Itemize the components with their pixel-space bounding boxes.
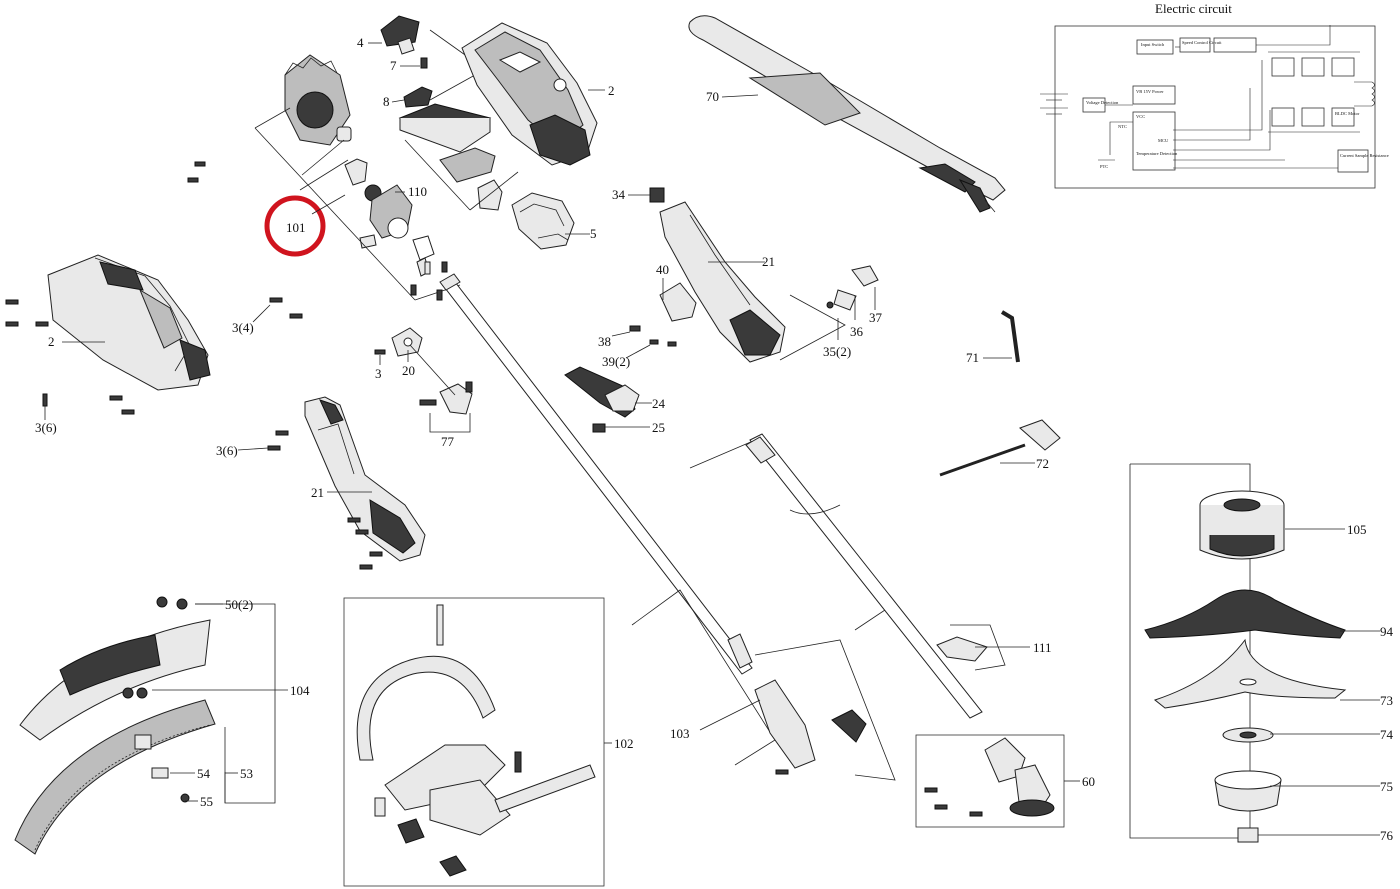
highlight-circle-101 xyxy=(264,195,326,257)
callout: 35(2) xyxy=(823,344,851,359)
callout: 39(2) xyxy=(602,354,630,369)
safety-guard xyxy=(14,596,276,855)
bracket-part xyxy=(409,344,473,415)
callout: 101 xyxy=(286,220,306,235)
controller-board xyxy=(398,103,519,211)
callout: 3(4) xyxy=(232,320,254,335)
callout: 2 xyxy=(608,83,615,98)
shoulder-strap xyxy=(688,15,1006,213)
circuit-title: Electric circuit xyxy=(1155,1,1232,16)
svg-text:BLDC Motor: BLDC Motor xyxy=(1335,111,1360,116)
callout: 50(2) xyxy=(225,597,253,612)
callout: 7 xyxy=(390,58,397,73)
svg-text:Temperature Detection: Temperature Detection xyxy=(1136,151,1178,156)
callout: 3(6) xyxy=(216,443,238,458)
callout: 70 xyxy=(706,89,719,104)
callout: 8 xyxy=(383,94,390,109)
svg-text:NTC: NTC xyxy=(1118,124,1127,129)
svg-text:Voltage Detection: Voltage Detection xyxy=(1086,100,1119,105)
callout: 75 xyxy=(1380,779,1393,794)
callout: 37 xyxy=(869,310,883,325)
cutting-head-stack xyxy=(1129,463,1347,843)
callout: 36 xyxy=(850,324,864,339)
callout: 71 xyxy=(966,350,979,365)
callout: 3(6) xyxy=(35,420,57,435)
screws-left xyxy=(5,161,386,451)
clamp-part xyxy=(391,327,423,357)
callout: 104 xyxy=(290,683,310,698)
svg-text:Current Sample Resistance: Current Sample Resistance xyxy=(1340,153,1389,158)
callout: 111 xyxy=(1033,640,1052,655)
housing-half-left xyxy=(47,254,211,391)
svg-text:Speed Control Circuit: Speed Control Circuit xyxy=(1182,40,1222,45)
connection-shaft xyxy=(439,273,753,675)
handle-assembly-upper xyxy=(564,187,879,433)
svg-text:PTC: PTC xyxy=(1100,164,1108,169)
switch-parts xyxy=(380,15,476,108)
callout: 94 xyxy=(1380,624,1394,639)
callout: 21 xyxy=(762,254,775,269)
leader-lines xyxy=(44,42,1380,836)
motor-head xyxy=(915,734,1065,828)
callout: 5 xyxy=(590,226,597,241)
callout: 103 xyxy=(670,726,690,741)
guard-bracket xyxy=(936,624,1006,671)
battery-latch xyxy=(511,192,575,250)
callout: 40 xyxy=(656,262,669,277)
callout: 105 xyxy=(1347,522,1367,537)
housing-half-top xyxy=(461,22,598,166)
callout: 25 xyxy=(652,420,665,435)
callout: 55 xyxy=(200,794,213,809)
callout: 21 xyxy=(311,485,324,500)
callout: 38 xyxy=(598,334,611,349)
callout: 110 xyxy=(408,184,427,199)
svg-text:MCU: MCU xyxy=(1158,138,1169,143)
callout: 4 xyxy=(357,35,364,50)
lower-shaft-group xyxy=(631,433,983,781)
auxiliary-handle-group xyxy=(343,597,605,887)
callout: 76 xyxy=(1380,828,1394,843)
electric-circuit-schematic: Electric circuit xyxy=(1040,1,1389,189)
callout: 20 xyxy=(402,363,415,378)
callout: 60 xyxy=(1082,774,1095,789)
svg-text:VB 15V Power: VB 15V Power xyxy=(1136,89,1164,94)
callout: 53 xyxy=(240,766,253,781)
hex-key xyxy=(1000,310,1020,363)
svg-text:Input Switch: Input Switch xyxy=(1141,42,1165,47)
callout: 102 xyxy=(614,736,634,751)
callout: 54 xyxy=(197,766,211,781)
motor-assembly xyxy=(254,54,461,301)
callout: 73 xyxy=(1380,693,1393,708)
callout: 74 xyxy=(1380,727,1394,742)
callout: 34 xyxy=(612,187,626,202)
callout: 72 xyxy=(1036,456,1049,471)
callout-labels: 4 7 8 2 70 110 5 101 34 21 40 37 36 35(2… xyxy=(35,35,1394,843)
callout: 77 xyxy=(441,434,455,449)
callout: 24 xyxy=(652,396,666,411)
callout: 3 xyxy=(375,366,382,381)
svg-text:VCC: VCC xyxy=(1136,114,1145,119)
socket-wrench xyxy=(939,419,1061,477)
handle-housing-lower xyxy=(304,396,426,570)
callout: 2 xyxy=(48,334,55,349)
